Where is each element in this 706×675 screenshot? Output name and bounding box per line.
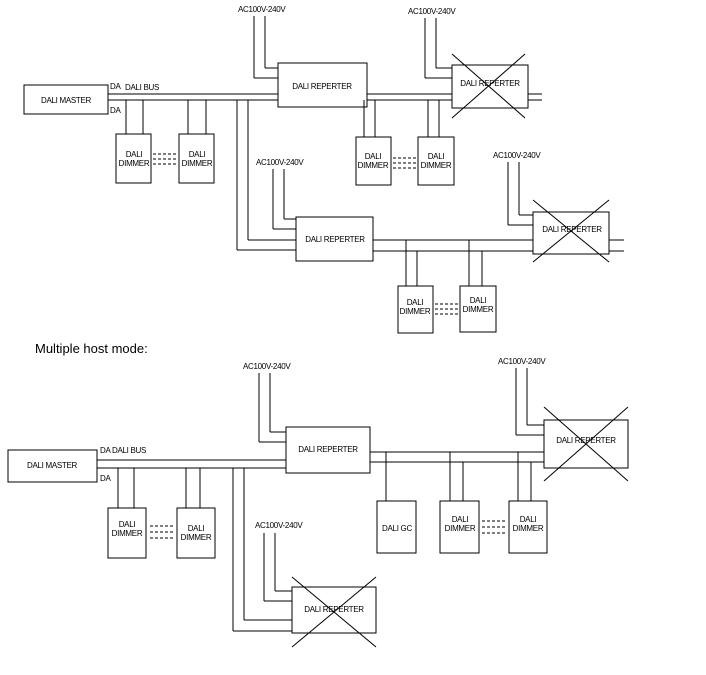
bottom-dimmer-3: DALI DIMMER [439,500,480,554]
top-dimmer-2-line2: DIMMER [182,159,213,168]
top-right-repeater-power [424,18,452,79]
top-dimmer-2-line1: DALI [189,150,206,159]
bottom-dimmer-2: DALI DIMMER [176,507,216,559]
top-dimmer-dashes-2 [393,157,416,169]
bottom-dimmer-dashes-1 [150,525,174,539]
bottom-ac-label-1: AC100V-240V [243,362,291,371]
top-dimmer-4: DALI DIMMER [417,136,455,186]
top-da-label-1: DA [110,82,121,91]
top-ac-label-3: AC100V-240V [256,158,304,167]
bottom-dimmer-4-line1: DALI [520,515,537,524]
top-dimmer-3: DALI DIMMER [355,136,392,186]
bottom-dimmer-3-line2: DIMMER [445,524,476,533]
top-dimmer-dashes-1 [153,153,176,165]
top-dimmer-4-line2: DIMMER [421,161,452,170]
bottom-dimmer-1-line2: DIMMER [112,529,143,538]
bottom-dali-master-label: DALI MASTER [27,461,78,470]
bottom-da-label: DA [100,474,111,483]
top-main-bus [108,93,296,251]
bottom-dimmer-4: DALI DIMMER [508,500,548,554]
top-dimmer-3-line2: DIMMER [358,161,389,170]
bottom-ac-label-2: AC100V-240V [498,357,546,366]
bottom-dimmer-dashes-2 [482,520,506,534]
bottom-dimmer-1-line1: DALI [119,520,136,529]
top-repeater-1-power [253,16,278,79]
bottom-right-repeater: DALI REPERTER [543,406,629,482]
bottom-repeater-1-bus [370,451,544,501]
top-dimmer-1-line1: DALI [126,150,143,159]
bottom-left-repeater-power [263,533,292,602]
top-repeater-1-bus [363,93,452,137]
bottom-repeater-1-power [258,373,286,443]
top-ac-label-1: AC100V-240V [238,5,286,14]
top-dimmer-4-line1: DALI [428,152,445,161]
bottom-right-repeater-power [515,368,544,436]
bottom-dimmer-4-line2: DIMMER [513,524,544,533]
bottom-dali-gc: DALI GC [376,500,417,554]
top-repeater-2-label: DALI REPERTER [305,235,365,244]
bottom-dimmer-1: DALI DIMMER [107,507,147,559]
top-dimmer-6: DALI DIMMER [459,285,497,333]
top-ac-label-4: AC100V-240V [493,151,541,160]
bottom-ac-label-3: AC100V-240V [255,521,303,530]
top-diagram: DALI MASTER DA DA DALI BUS DALI DIMMER D… [23,5,624,334]
top-dali-master: DALI MASTER [23,84,109,115]
bottom-dimmer-3-line1: DALI [452,515,469,524]
bottom-repeater-1-label: DALI REPERTER [298,445,358,454]
top-dimmer-dashes-3 [435,303,458,315]
bottom-da-dali-bus-label: DA DALI BUS [100,446,146,455]
bottom-left-repeater: DALI REPERTER [291,576,377,648]
bottom-main-bus [97,459,292,632]
bottom-dimmer-2-line1: DALI [188,524,205,533]
top-dimmer-5: DALI DIMMER [397,285,434,334]
top-repeater-2-power [272,169,296,230]
top-right-repeater-label: DALI REPERTER [460,79,520,88]
top-dimmer-5-line2: DIMMER [400,307,431,316]
top-dimmer-6-line2: DIMMER [463,305,494,314]
top-dimmer-6-line1: DALI [470,296,487,305]
top-dimmer-2: DALI DIMMER [178,133,215,184]
top-repeater-1: DALI REPERTER [277,62,368,108]
top-dali-bus-label: DALI BUS [125,83,159,92]
top-ac-label-2: AC100V-240V [408,7,456,16]
bottom-dali-master: DALI MASTER [7,449,98,483]
bottom-left-repeater-label: DALI REPERTER [304,605,364,614]
top-repeater-2: DALI REPERTER [295,216,374,262]
top-repeater-1-label: DALI REPERTER [292,82,352,91]
top-dimmer-3-line1: DALI [365,152,382,161]
bottom-diagram: DALI MASTER DA DALI BUS DA DALI DIMMER D… [7,357,629,648]
top-dimmer-5-line1: DALI [407,298,424,307]
multiple-host-mode-heading: Multiple host mode: [35,341,148,356]
top-dimmer-1-line2: DIMMER [119,159,150,168]
middle-right-repeater-power [507,162,533,226]
bottom-right-repeater-label: DALI REPERTER [556,436,616,445]
top-dali-master-label: DALI MASTER [41,96,92,105]
top-da-label-2: DA [110,106,121,115]
top-repeater-2-bus [373,239,533,286]
top-right-repeater: DALI REPERTER [451,53,529,119]
bottom-dimmer-2-line2: DIMMER [181,533,212,542]
bottom-repeater-1: DALI REPERTER [285,426,371,474]
middle-right-repeater: DALI REPERTER [532,199,610,263]
top-dimmer-1: DALI DIMMER [115,133,152,184]
bottom-dali-gc-label: DALI GC [382,524,412,533]
